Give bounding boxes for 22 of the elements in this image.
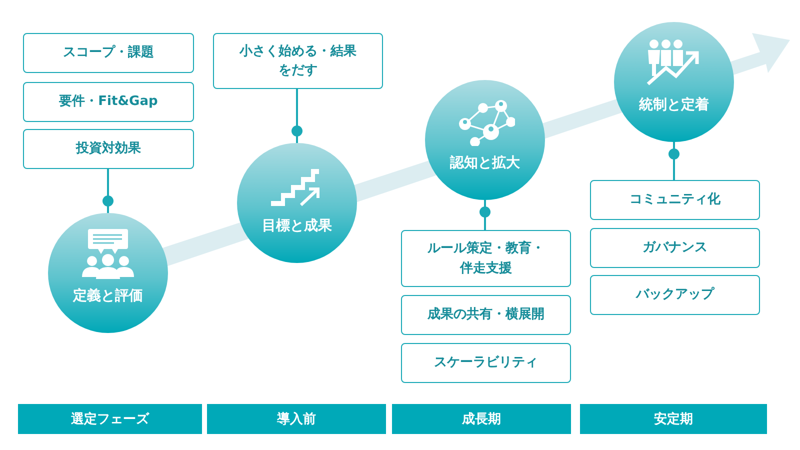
topic-box: スケーラビリティ xyxy=(401,343,571,383)
leader-line xyxy=(480,200,490,230)
stage-label: 統制と定着 xyxy=(638,96,710,114)
leader-line xyxy=(102,169,114,213)
topic-box: 投資対効果 xyxy=(23,129,194,169)
stage-label: 目標と成果 xyxy=(261,217,333,235)
phase-bar: 選定フェーズ xyxy=(18,404,202,434)
topic-box: 要件・Fit&Gap xyxy=(23,82,194,122)
phase-bar: 導入前 xyxy=(207,404,386,434)
phase-bar: 成長期 xyxy=(392,404,571,434)
topic-box: スコープ・課題 xyxy=(23,33,194,73)
topic-box: ルール策定・教育・伴走支援 xyxy=(401,230,571,287)
stage-label: 認知と拡大 xyxy=(448,154,521,172)
topic-box: バックアップ xyxy=(590,275,760,315)
topic-box: 成果の共有・横展開 xyxy=(401,295,571,335)
topic-box: 小さく始める・結果をだす xyxy=(213,33,383,89)
stage-label: 定義と評価 xyxy=(72,287,144,305)
phase-bar: 安定期 xyxy=(580,404,767,434)
topic-box: ガバナンス xyxy=(590,228,760,268)
leader-line xyxy=(668,142,680,180)
topic-box: コミュニティ化 xyxy=(590,180,760,220)
leader-line xyxy=(292,89,302,143)
